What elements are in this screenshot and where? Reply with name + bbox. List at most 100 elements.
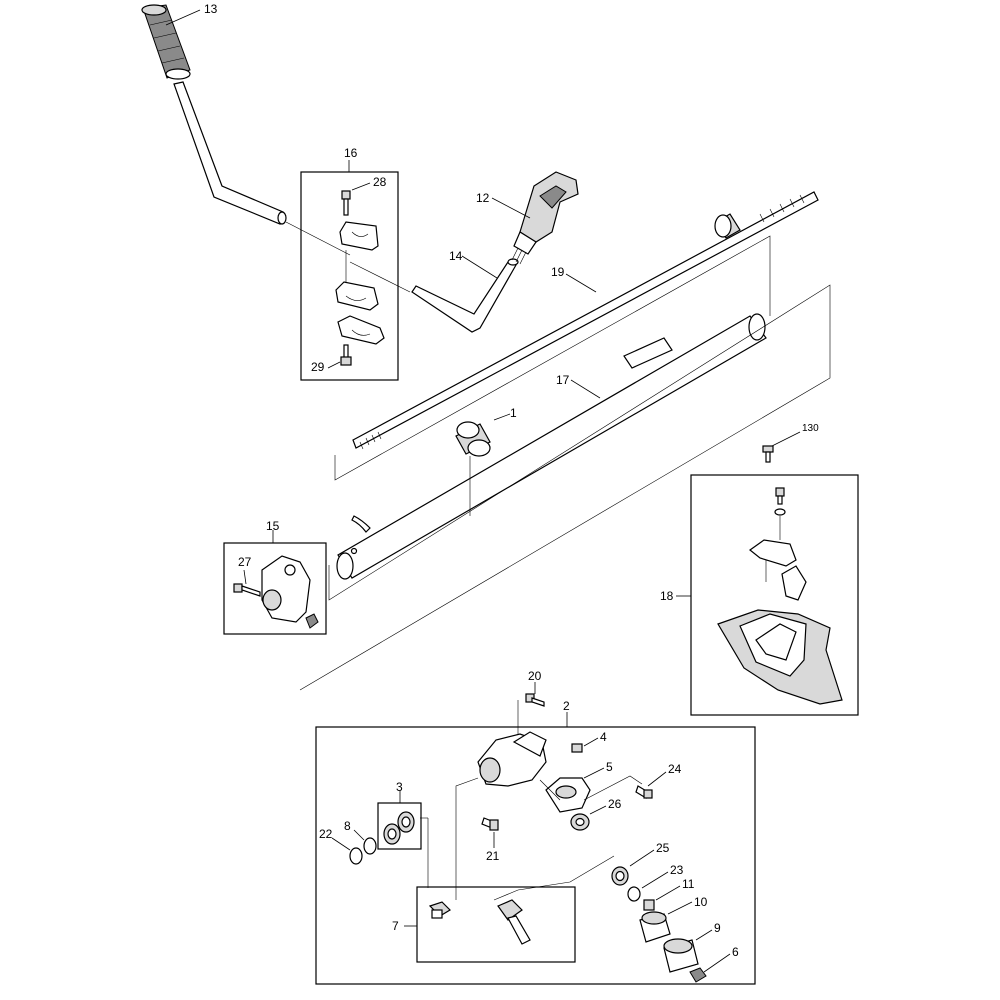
callout-5: 5 [606,760,613,774]
leader-19 [565,273,597,293]
ring-part-8 [363,837,377,855]
callout-24: 24 [668,762,682,776]
bearing-box-3 [377,802,422,850]
grip-part-13 [141,4,191,80]
callout-19: 19 [551,265,565,279]
callout-8: 8 [344,819,351,833]
leader-130 [771,431,801,447]
ring-part-22 [349,847,363,865]
bolt-part-4 [571,743,583,753]
clamp-middle [335,281,379,311]
callout-9: 9 [714,921,721,935]
callout-130: 130 [802,423,819,434]
assembly-line [349,261,411,293]
leader-14 [461,255,498,279]
callout-13: 13 [204,2,218,16]
nut-part-6 [689,967,707,983]
bearing-part-26 [570,813,590,831]
leader-17 [570,379,601,399]
handle-bar [173,81,287,225]
callout-16: 16 [344,146,358,160]
callout-6: 6 [732,945,739,959]
assembly-line [493,855,615,901]
clamp-lower [337,315,385,345]
throttle-handle-part-12 [511,171,579,265]
guard-box-18 [690,474,859,716]
callout-14: 14 [449,249,463,263]
callout-28: 28 [373,175,387,189]
l-bar-part-14 [411,258,519,333]
callout-12: 12 [476,191,490,205]
cover-part-5 [545,777,591,813]
bolt-part-24 [635,785,653,799]
bushing-part-1 [455,421,491,457]
callout-10: 10 [694,895,708,909]
leader-29 [327,361,341,369]
bushing-part-11 [643,899,655,911]
clamp-box-15 [223,542,327,635]
shaft-frame-line [334,235,771,481]
guard-bracket [749,539,797,567]
callout-23: 23 [670,863,684,877]
tube-frame-line [299,284,831,691]
clamp-bolt-29 [340,344,352,366]
clamp-box-16 [300,171,399,381]
leader-11 [655,885,681,901]
callout-27: 27 [238,555,252,569]
leader-28 [351,182,371,191]
leader-12 [491,197,531,219]
holder-part-10 [639,911,671,943]
outer-tube-part-17 [336,313,767,580]
assembly-line [455,777,479,900]
leader-9 [695,929,713,941]
bolt-part-21 [481,817,499,831]
guard-part-18 [717,565,843,705]
cup-part-9 [663,938,699,973]
callout-17: 17 [556,373,570,387]
gear-housing [477,731,547,787]
assembly-line [583,775,643,801]
callout-4: 4 [600,730,607,744]
leader-8 [353,829,365,841]
bolt-part-20 [525,693,545,707]
pinion-gear [428,901,451,919]
leader-4 [583,737,599,747]
callout-15: 15 [266,519,280,533]
leader-24 [647,771,667,787]
callout-26: 26 [608,797,622,811]
callout-11: 11 [682,877,695,891]
callout-18: 18 [660,589,674,603]
callout-29: 29 [311,360,325,374]
leader-27 [243,569,247,585]
leader-1 [493,413,511,421]
clamp-bolt-28 [341,190,351,216]
leader-22 [331,837,351,851]
leader-10 [667,901,693,915]
gearhead-box-2 [315,726,756,985]
callout-21: 21 [486,849,500,863]
leader-25 [629,849,655,867]
assembly-line [539,779,561,801]
bearings-part-3 [383,811,415,845]
leader-5 [583,767,605,779]
clamp-part-15 [261,555,319,629]
callout-1: 1 [510,406,517,420]
guard-bolt [774,487,786,516]
callout-2: 2 [563,699,570,713]
leader-23 [641,871,669,889]
screw-part-130 [762,445,774,463]
gear-box-7 [416,886,576,963]
callout-7: 7 [392,919,399,933]
assembly-line [285,221,351,256]
drive-shaft-part-19 [352,191,819,450]
callout-3: 3 [396,780,403,794]
bevel-gear-shaft [497,899,531,945]
leader-26 [589,805,607,815]
leader-6 [703,953,731,973]
callout-25: 25 [656,841,670,855]
ring-part-23 [627,886,641,902]
leader-13 [165,9,201,26]
washer-part-25 [611,866,629,886]
callout-20: 20 [528,669,542,683]
